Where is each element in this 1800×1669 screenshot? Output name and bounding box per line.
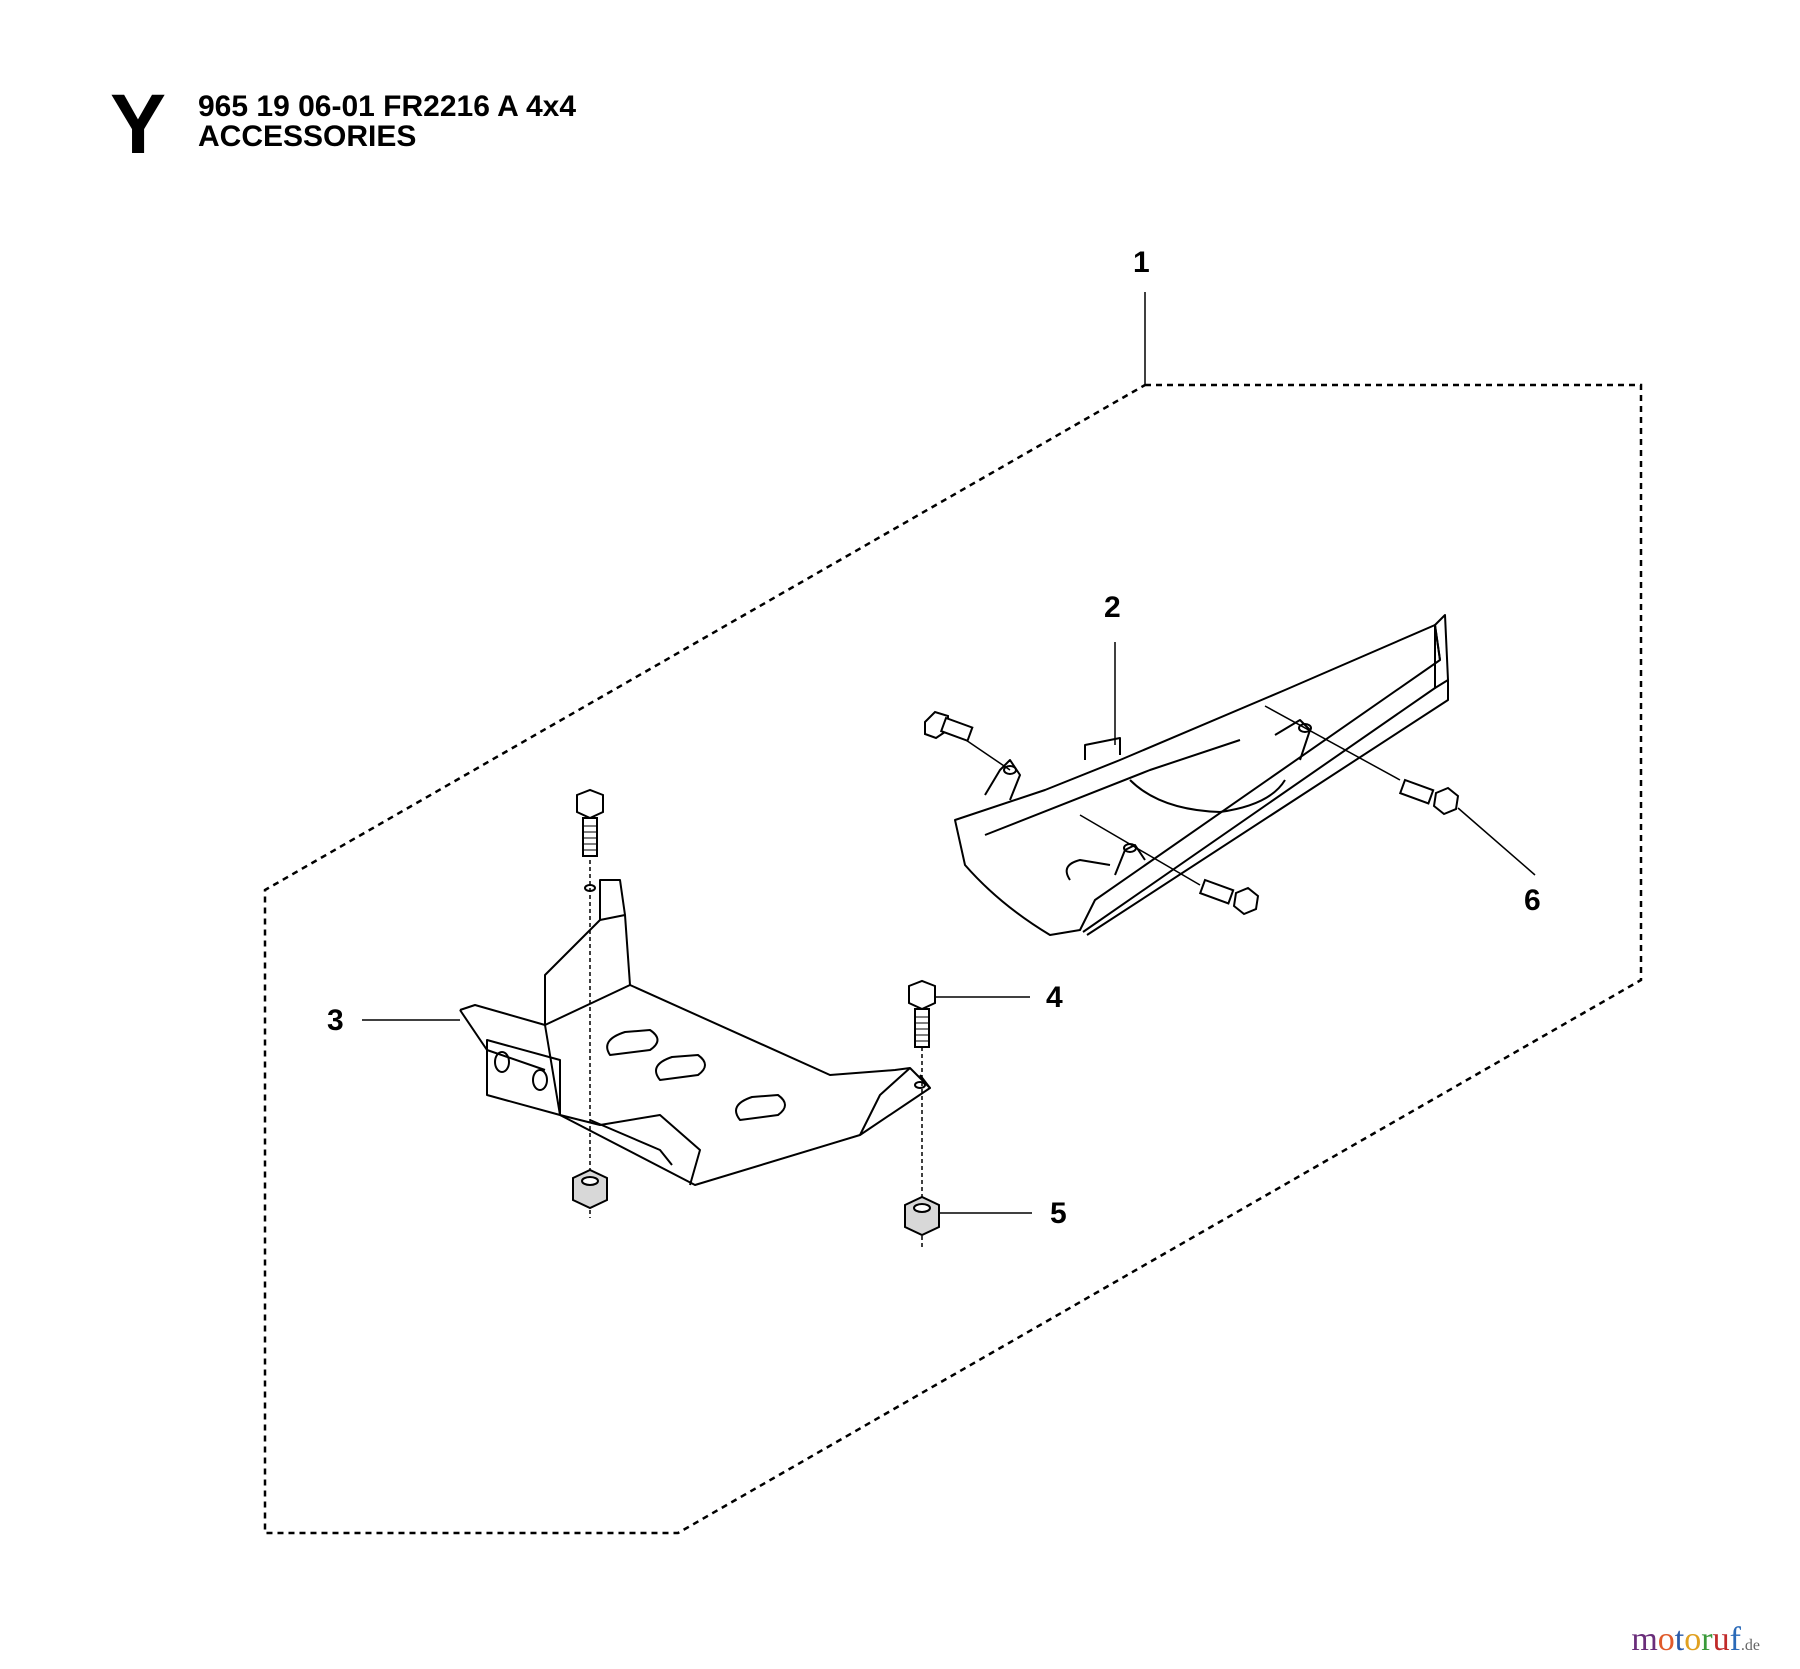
wm-tld: .de <box>1740 1637 1760 1654</box>
callout-2: 2 <box>1104 591 1121 624</box>
wm-letter: t <box>1674 1621 1685 1658</box>
watermark-logo: motoruf.de <box>1631 1621 1760 1659</box>
section-title: ACCESSORIES <box>198 120 417 153</box>
wm-letter: u <box>1712 1621 1730 1658</box>
section-letter: Y <box>110 77 167 171</box>
callout-5: 5 <box>1050 1197 1067 1230</box>
leader-6 <box>1457 807 1536 876</box>
callout-6: 6 <box>1524 884 1541 917</box>
model-line: 965 19 06-01 FR2216 A 4x4 <box>198 90 577 123</box>
part-4-bolt-right <box>908 979 936 1048</box>
wm-letter: m <box>1631 1621 1658 1658</box>
wm-letter: o <box>1657 1621 1675 1658</box>
part-2-bolt-front <box>1079 814 1260 916</box>
callout-4: 4 <box>1046 981 1063 1014</box>
callout-3: 3 <box>327 1004 344 1037</box>
wm-letter: f <box>1729 1621 1741 1658</box>
part-5-nut-left <box>572 1168 608 1210</box>
part-5-nut-right <box>904 1195 940 1237</box>
part-2-bolt-left <box>924 710 1011 771</box>
part-2-skid-plate <box>954 614 1449 936</box>
part-3-skid-plate <box>459 879 931 1186</box>
wm-letter: r <box>1701 1621 1713 1658</box>
kit-boundary <box>263 383 1643 1535</box>
callout-1: 1 <box>1133 246 1150 279</box>
part-4-bolt-left <box>576 788 604 857</box>
part-2-bolt-right <box>1264 705 1460 816</box>
wm-letter: o <box>1684 1621 1702 1658</box>
